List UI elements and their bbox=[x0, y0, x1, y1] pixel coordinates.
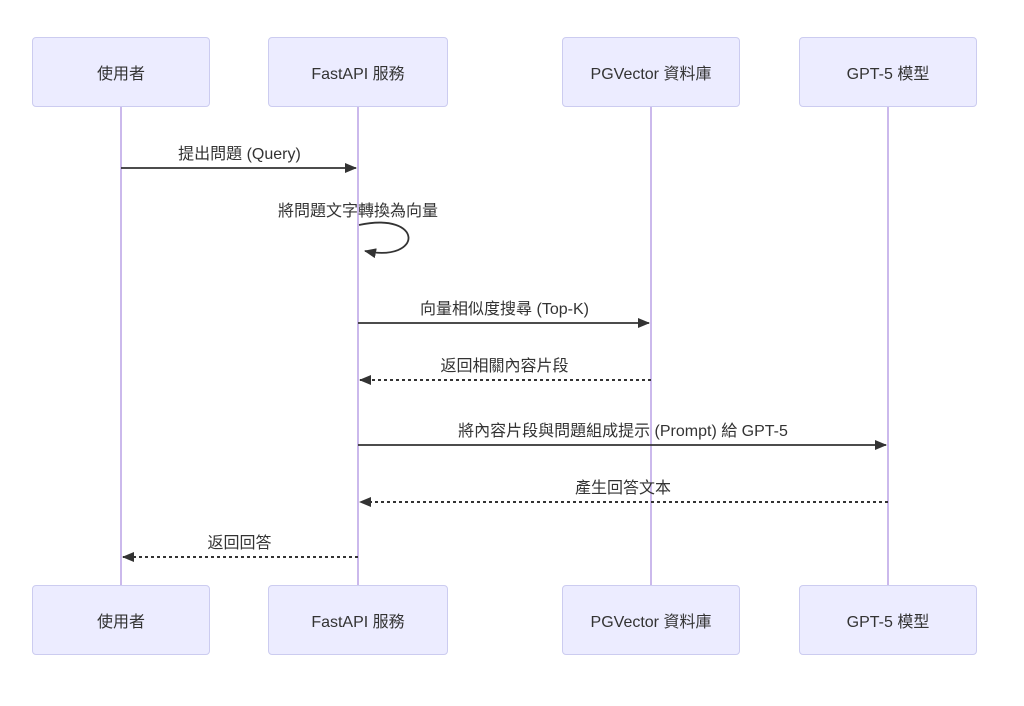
message-label-0: 提出問題 (Query) bbox=[178, 146, 301, 163]
actor-label-user: 使用者 bbox=[96, 66, 145, 83]
actor-label-fastapi: FastAPI 服務 bbox=[311, 614, 405, 631]
message-label-4: 將內容片段與問題組成提示 (Prompt) 給 GPT-5 bbox=[458, 423, 788, 440]
message-label-6: 返回回答 bbox=[207, 535, 272, 552]
actor-box-top-user: 使用者 bbox=[32, 37, 210, 107]
actor-label-fastapi: FastAPI 服務 bbox=[311, 66, 405, 83]
actor-label-gpt5: GPT-5 模型 bbox=[846, 614, 930, 631]
message-label-3: 返回相關內容片段 bbox=[440, 358, 569, 375]
message-label-5: 產生回答文本 bbox=[574, 480, 672, 497]
message-label-2: 向量相似度搜尋 (Top-K) bbox=[420, 301, 589, 318]
actor-box-top-fastapi: FastAPI 服務 bbox=[268, 37, 448, 107]
message-label-1: 將問題文字轉換為向量 bbox=[277, 203, 439, 220]
actor-box-bottom-gpt5: GPT-5 模型 bbox=[799, 585, 977, 655]
actor-label-user: 使用者 bbox=[96, 614, 145, 631]
message-arrow-self-1 bbox=[358, 221, 410, 259]
actor-box-bottom-user: 使用者 bbox=[32, 585, 210, 655]
lifelines-group bbox=[120, 107, 889, 585]
actor-box-top-gpt5: GPT-5 模型 bbox=[799, 37, 977, 107]
actor-label-gpt5: GPT-5 模型 bbox=[846, 66, 930, 83]
actor-box-bottom-pgvector: PGVector 資料庫 bbox=[562, 585, 740, 655]
actor-label-pgvector: PGVector 資料庫 bbox=[590, 614, 712, 631]
messages-group bbox=[121, 163, 888, 562]
actor-label-pgvector: PGVector 資料庫 bbox=[590, 66, 712, 83]
actor-box-top-pgvector: PGVector 資料庫 bbox=[562, 37, 740, 107]
actor-box-bottom-fastapi: FastAPI 服務 bbox=[268, 585, 448, 655]
